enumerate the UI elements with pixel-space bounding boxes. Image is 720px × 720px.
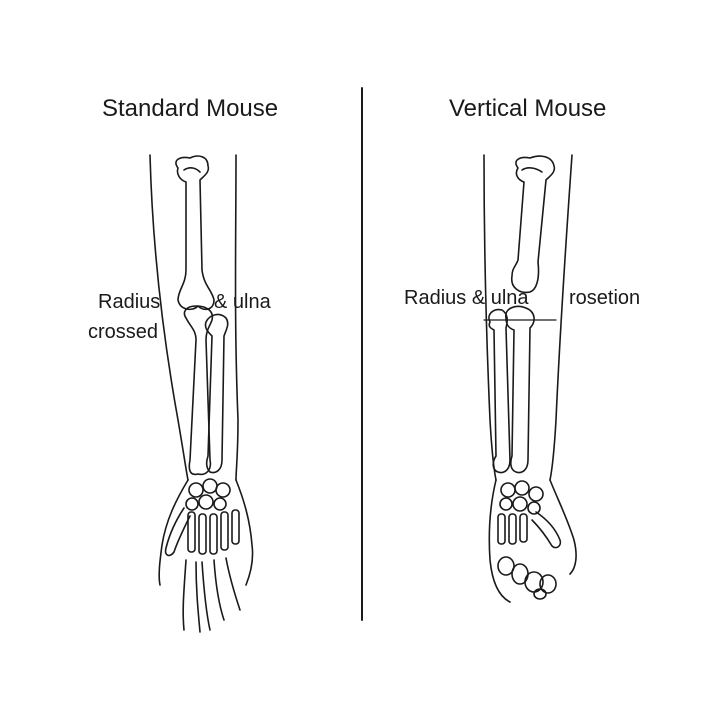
right-humerus [510, 155, 556, 294]
left-radius [183, 305, 214, 476]
right-arm [483, 154, 577, 603]
left-hand-outline [158, 479, 254, 586]
panel-title-vertical-mouse: Vertical Mouse [449, 95, 607, 122]
left-arm [149, 154, 254, 633]
right-hand-outline [488, 479, 577, 603]
left-ulna [204, 313, 229, 474]
right-radius [488, 308, 511, 474]
left-label-crossed: crossed [88, 321, 159, 343]
panel-title-standard-mouse: Standard Mouse [102, 95, 279, 122]
left-humerus [175, 155, 215, 311]
right-label-radius-ulna: Radius & ulna [404, 287, 529, 309]
right-label-rotation: rosetion [569, 287, 641, 309]
left-label-ulna: & ulna [214, 291, 271, 313]
left-label-radius: Radius [98, 291, 161, 313]
left-arm-outline [149, 154, 239, 481]
right-ulna [505, 305, 535, 474]
